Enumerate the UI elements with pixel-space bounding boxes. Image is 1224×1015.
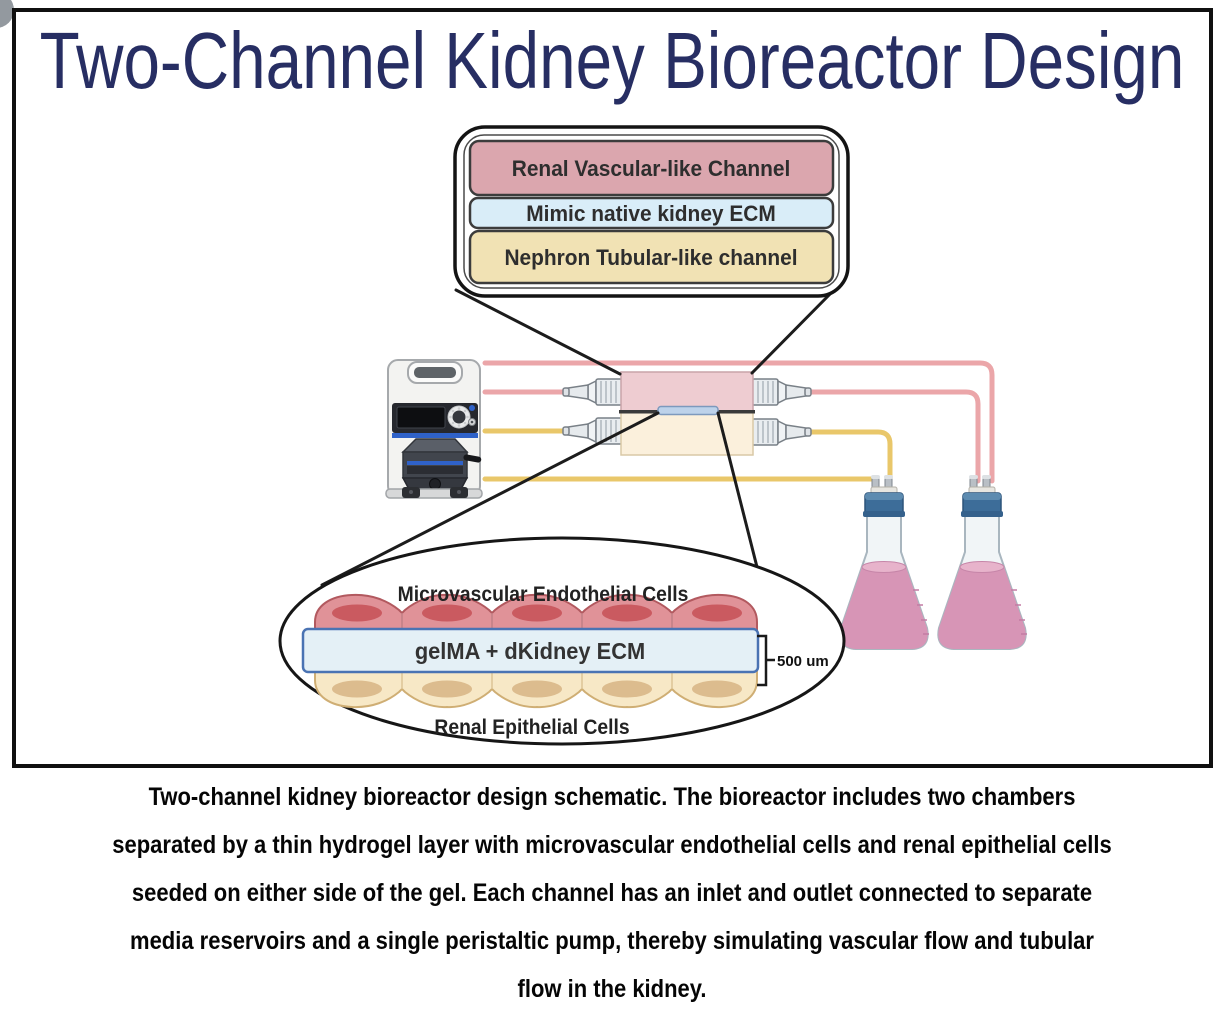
connector-left-top (562, 378, 623, 406)
legend-pointer-lines (454, 288, 836, 376)
legend-label-vascular: Renal Vascular-like Channel (512, 157, 791, 182)
figure-title: Two-Channel Kidney Bioreactor Design (40, 16, 1185, 106)
media-reservoir-right (937, 475, 1027, 650)
pump-settings-dot (470, 420, 474, 424)
hydrogel-layer-strip (657, 405, 719, 416)
legend-row-ecm (468, 196, 835, 230)
pump-accent-stripe (392, 433, 478, 438)
media-reservoir-left (839, 475, 929, 650)
caption-line-2: separated by a thin hydrogel layer with … (112, 831, 1111, 859)
endothelial-nuclei (332, 604, 742, 622)
legend-row-vascular (468, 139, 835, 197)
connector-right-top (751, 378, 812, 406)
epithelial-nuclei (332, 680, 742, 698)
pump-head-band (407, 466, 463, 474)
chamber-tubular-channel (620, 409, 754, 456)
pointer-line-right (750, 288, 836, 375)
pump-handle-slot (414, 367, 456, 378)
media-surface (959, 561, 1005, 573)
peristaltic-pump (385, 359, 483, 499)
channel-legend: Renal Vascular-like Channel Mimic native… (453, 125, 850, 298)
pump-rotor-hub (429, 478, 441, 490)
pump-screen (396, 406, 446, 429)
tubular-tube-chamber-to-flask (806, 429, 893, 483)
flask-graduations (913, 589, 929, 635)
gel-slab (301, 627, 760, 674)
figure-caption: Two-channel kidney bioreactor design sch… (112, 783, 1111, 1003)
media-surface (861, 561, 907, 573)
pump-dial-center (452, 410, 466, 424)
pump-screw-left (409, 490, 413, 494)
vascular-tube-chamber-to-flask (806, 389, 981, 484)
inset-pointer-lines (320, 411, 759, 587)
caption-line-3: seeded on either side of the gel. Each c… (132, 879, 1092, 907)
caption-line-1: Two-channel kidney bioreactor design sch… (149, 783, 1076, 811)
pump-head-accent (407, 461, 463, 465)
flask-cap-highlight (963, 493, 1001, 500)
corner-decoration (0, 0, 14, 28)
epithelial-cell-layer (314, 669, 758, 709)
bioreactor-chamber (619, 371, 755, 456)
endothelial-cell-layer (314, 593, 758, 633)
caption-line-5: flow in the kidney. (518, 975, 707, 1003)
vascular-tube-pump-to-flask (482, 360, 995, 484)
endothelial-label: Microvascular Endothelial Cells (398, 583, 689, 606)
chamber-vascular-channel (620, 371, 754, 413)
flask-graduations (1011, 589, 1027, 635)
chamber-connectors (562, 378, 812, 446)
flask-pins (969, 475, 991, 490)
flask-media (938, 567, 1026, 649)
pointer-line-left (454, 288, 622, 376)
pump-screw-right (457, 490, 461, 494)
caption-line-4: media reservoirs and a single peristalti… (130, 927, 1094, 955)
flask-cap-highlight (865, 493, 903, 500)
flask-cap-lip (863, 511, 905, 517)
flask-media (840, 567, 928, 649)
flask-cap-lip (961, 511, 1003, 517)
cross-section-inset: gelMA + dKidney ECM Microvascular Endoth… (278, 536, 846, 746)
pump-power-button (469, 405, 475, 411)
flask-pins (871, 475, 893, 490)
thickness-bracket (757, 634, 775, 687)
pointer-line-gel-left (320, 411, 660, 587)
legend-label-ecm: Mimic native kidney ECM (526, 202, 775, 227)
gel-label: gelMA + dKidney ECM (415, 638, 645, 664)
legend-label-tubular: Nephron Tubular-like channel (504, 246, 797, 271)
pump-clamp-lever (463, 454, 482, 463)
thickness-label: 500 um (777, 653, 829, 670)
pointer-line-gel-right (716, 411, 759, 569)
legend-row-tubular (468, 229, 835, 285)
epithelial-label: Renal Epithelial Cells (434, 716, 629, 739)
pump-dial-dots (449, 407, 469, 427)
